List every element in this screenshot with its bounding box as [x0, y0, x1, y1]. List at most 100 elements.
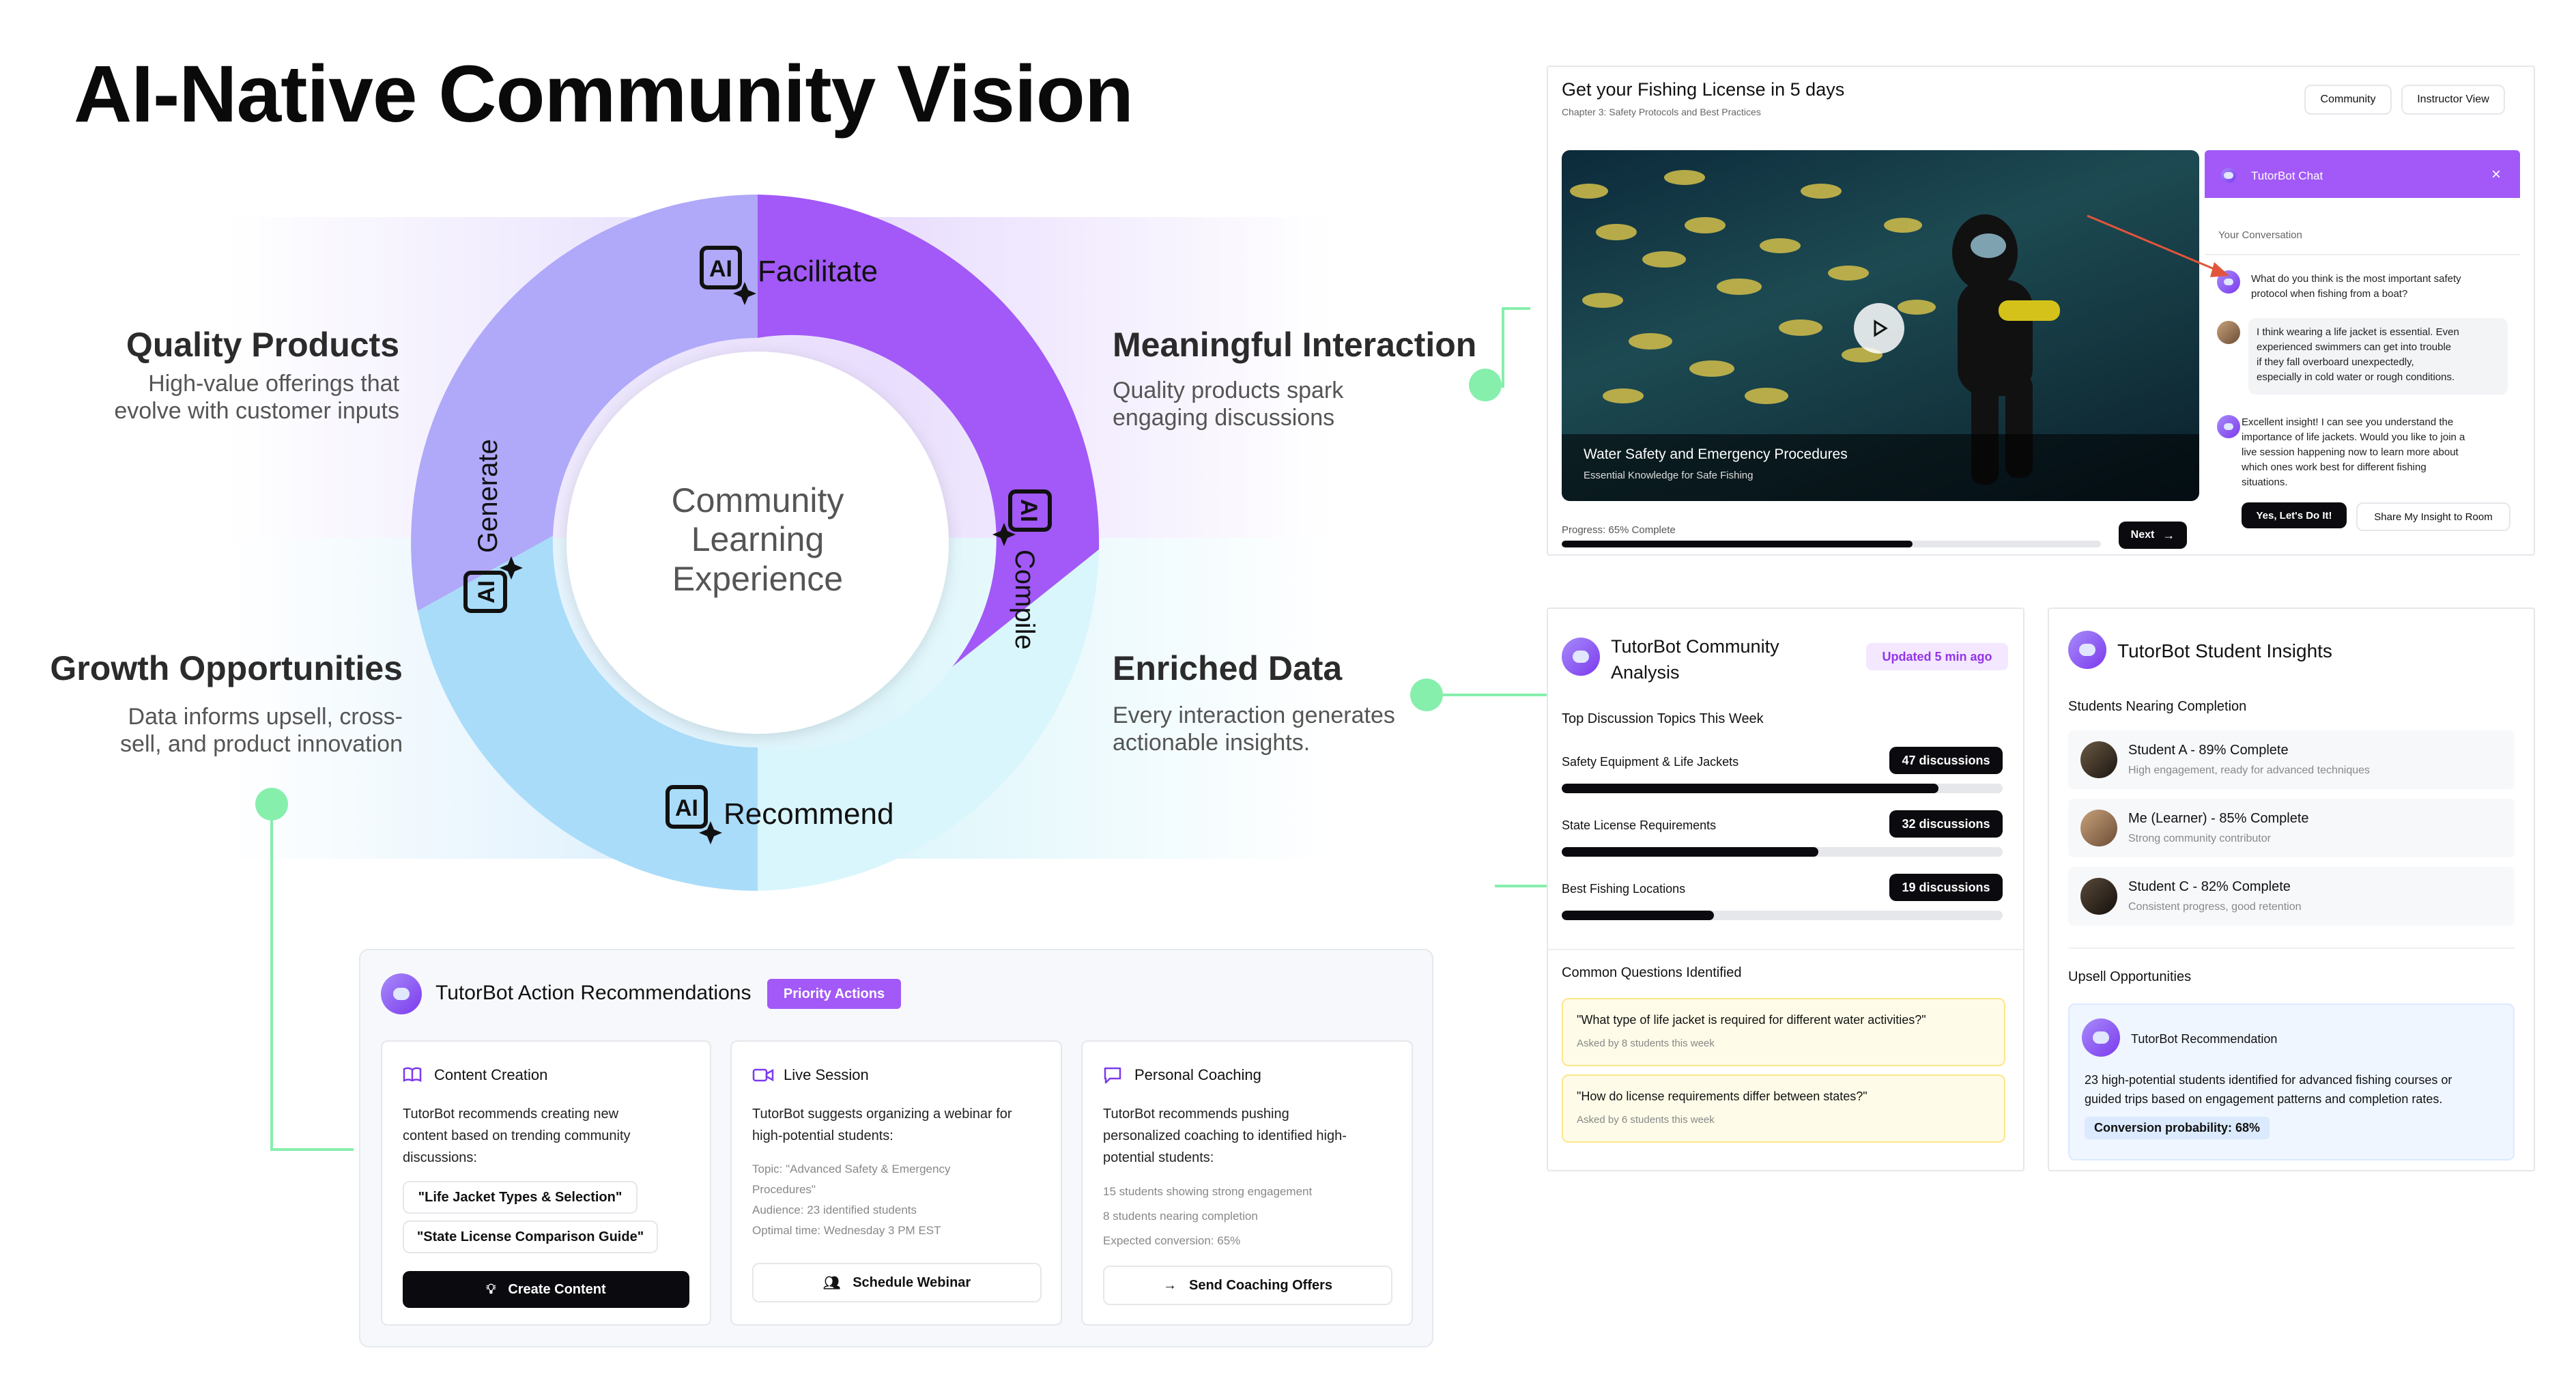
- topic-label: Safety Equipment & Life Jackets: [1562, 755, 1739, 769]
- chat-message-user: I think wearing a life jacket is essenti…: [2248, 318, 2508, 395]
- meaningful-heading: Meaningful Interaction: [1113, 326, 1477, 364]
- near-completion-heading: Students Nearing Completion: [2068, 699, 2247, 714]
- student-name: Me (Learner) - 85% Complete: [2128, 811, 2309, 826]
- course-title: Get your Fishing License in 5 days: [1562, 79, 1845, 100]
- recommendation-text: 23 high-potential students identified fo…: [2085, 1073, 2452, 1106]
- video-camera-icon: [752, 1068, 774, 1086]
- personal-coaching-heading: Personal Coaching: [1134, 1066, 1261, 1083]
- topic-label: State License Requirements: [1562, 818, 1717, 832]
- center-line-2: Learning: [691, 520, 825, 558]
- compile-segment: [758, 550, 1099, 891]
- progress-bar-fill: [1562, 541, 1913, 547]
- questions-heading: Common Questions Identified: [1562, 965, 1742, 980]
- instructor-view-button[interactable]: Instructor View: [2401, 85, 2505, 115]
- generate-segment: [411, 195, 758, 611]
- video-player[interactable]: Water Safety and Emergency Procedures Es…: [1562, 150, 2199, 501]
- close-icon[interactable]: ×: [2491, 165, 2502, 184]
- tutorbot-avatar-icon: [2221, 168, 2236, 183]
- live-session-text: TutorBot suggests organizing a webinar f…: [752, 1107, 1012, 1143]
- users-icon: 👥︎: [822, 1275, 841, 1291]
- topic-label: Best Fishing Locations: [1562, 882, 1686, 896]
- tutorbot-avatar-icon: [2217, 415, 2240, 438]
- svg-text:AI: AI: [1016, 499, 1042, 522]
- topic-count-badge: 47 discussions: [1889, 747, 2003, 774]
- connector-line-enriched-b: [1495, 885, 1549, 887]
- connector-dot-enriched: [1410, 679, 1443, 711]
- tutorbot-avatar-icon: [2082, 1018, 2120, 1057]
- ai-sparkle-icon: AI: [700, 246, 756, 305]
- community-button[interactable]: Community: [2304, 85, 2392, 115]
- ai-sparkle-icon: AI: [666, 785, 722, 844]
- enriched-heading: Enriched Data: [1113, 649, 1343, 687]
- book-icon: [403, 1066, 422, 1086]
- topic-count-badge: 32 discussions: [1889, 810, 2003, 838]
- chat-section-label: Your Conversation: [2218, 229, 2302, 241]
- ai-sparkle-icon: AI: [992, 489, 1052, 546]
- course-panel: Get your Fishing License in 5 days Chapt…: [1547, 66, 2535, 556]
- connector-dot-meaningful: [1469, 369, 1502, 401]
- student-avatar: [2080, 741, 2117, 778]
- facilitate-label: Facilitate: [758, 255, 878, 288]
- play-icon: [1874, 319, 1888, 337]
- topic-bar-fill: [1562, 847, 1818, 857]
- schedule-webinar-button[interactable]: 👥︎ Schedule Webinar: [752, 1263, 1042, 1302]
- conversion-badge: Conversion probability: 68%: [2085, 1117, 2270, 1139]
- send-coaching-offers-button[interactable]: → Send Coaching Offers: [1103, 1266, 1392, 1305]
- video-caption-bar: Water Safety and Emergency Procedures Es…: [1562, 434, 2199, 501]
- create-content-button[interactable]: 💡︎ Create Content: [403, 1271, 689, 1308]
- content-creation-card: Content Creation TutorBot recommends cre…: [381, 1040, 711, 1326]
- chat-header-title: TutorBot Chat: [2251, 169, 2323, 182]
- student-name: Student C - 82% Complete: [2128, 879, 2291, 894]
- video-subtitle: Essential Knowledge for Safe Fishing: [1584, 470, 1754, 481]
- live-session-card: Live Session TutorBot suggests organizin…: [730, 1040, 1062, 1326]
- play-button[interactable]: [1854, 303, 1904, 354]
- svg-text:AI: AI: [675, 795, 698, 821]
- next-button[interactable]: Next →: [2119, 522, 2187, 549]
- video-title: Water Safety and Emergency Procedures: [1584, 446, 1848, 462]
- analysis-divider: [1548, 949, 2023, 950]
- actions-title: TutorBot Action Recommendations: [435, 982, 752, 1004]
- student-avatar: [2080, 810, 2117, 846]
- topics-heading: Top Discussion Topics This Week: [1562, 711, 1764, 726]
- content-creation-heading: Content Creation: [434, 1066, 548, 1083]
- tutorbot-avatar-icon: [1562, 638, 1600, 676]
- chip-life-jacket-types[interactable]: "Life Jacket Types & Selection": [403, 1181, 638, 1214]
- center-line-1: Community: [672, 481, 844, 519]
- tutorbot-avatar-icon: [2068, 631, 2106, 669]
- student-name: Student A - 89% Complete: [2128, 743, 2289, 758]
- generate-label: Generate: [473, 439, 503, 553]
- chat-message-bot-2: Excellent insight! I can see you underst…: [2242, 416, 2465, 488]
- arrow-right-icon: →: [1162, 1277, 1177, 1293]
- topic-count-badge: 19 discussions: [1889, 874, 2003, 901]
- question-card-1: "What type of life jacket is required fo…: [1562, 998, 2005, 1066]
- connector-line-growth: [270, 821, 354, 1151]
- chip-state-license-guide[interactable]: "State License Comparison Guide": [403, 1221, 658, 1253]
- progress-label: Progress: 65% Complete: [1562, 524, 1676, 536]
- center-line-3: Experience: [672, 560, 843, 598]
- growth-heading: Growth Opportunities: [50, 649, 403, 687]
- chat-bubble-icon: [1103, 1066, 1122, 1087]
- recommendation-title: TutorBot Recommendation: [2131, 1032, 2278, 1046]
- arrow-right-icon: →: [2162, 528, 2175, 542]
- growth-text: Data informs upsell, cross-sell, and pro…: [120, 704, 403, 757]
- quality-heading: Quality Products: [126, 326, 399, 364]
- priority-actions-badge: Priority Actions: [767, 979, 901, 1009]
- topic-bar: [1562, 911, 2003, 920]
- yes-lets-do-it-button[interactable]: Yes, Let's Do It!: [2242, 502, 2347, 528]
- recommendation-card: TutorBot Recommendation 23 high-potentia…: [2068, 1003, 2515, 1160]
- share-insight-button[interactable]: Share My Insight to Room: [2356, 502, 2510, 531]
- tutorbot-avatar-icon: [381, 973, 422, 1014]
- course-subtitle: Chapter 3: Safety Protocols and Best Pra…: [1562, 106, 1761, 117]
- recommend-label: Recommend: [724, 797, 893, 831]
- connector-line-meaningful: [1502, 307, 1530, 388]
- live-session-heading: Live Session: [784, 1066, 869, 1083]
- student-note: Strong community contributor: [2128, 833, 2271, 844]
- annotation-arrow-icon: [2087, 214, 2229, 277]
